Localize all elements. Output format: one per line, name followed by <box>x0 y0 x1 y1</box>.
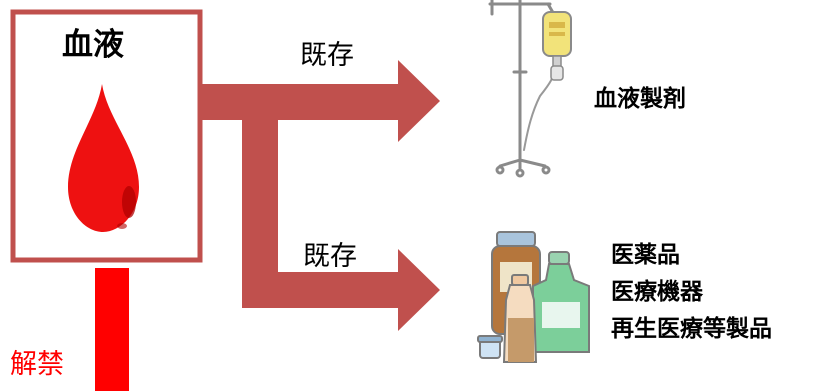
blood-source-title: 血液 <box>62 27 124 63</box>
target-regenerative-products: 再生医療等製品 <box>611 316 772 342</box>
route-label-upper: 既存 <box>300 40 354 71</box>
arrow-trunk-vertical <box>242 84 278 306</box>
arrow-branch-lower <box>242 272 400 308</box>
lift-bar <box>95 268 129 391</box>
arrow-trunk-horizontal <box>200 84 400 120</box>
lift-label: 解禁 <box>10 349 64 380</box>
route-arrows <box>200 60 440 331</box>
route-label-lower: 既存 <box>303 241 357 272</box>
target-list-lower: 医薬品 医療機器 再生医療等製品 <box>611 237 772 348</box>
target-medical-devices: 医療機器 <box>611 279 703 305</box>
iv-bag-icon <box>542 11 572 81</box>
medicine-bottles-icon <box>477 231 590 363</box>
arrow-head-upper <box>398 60 440 142</box>
arrow-head-lower <box>398 249 440 331</box>
target-pharmaceuticals: 医薬品 <box>611 242 680 268</box>
blood-drop-icon <box>68 84 139 232</box>
target-blood-products: 血液製剤 <box>594 86 686 112</box>
